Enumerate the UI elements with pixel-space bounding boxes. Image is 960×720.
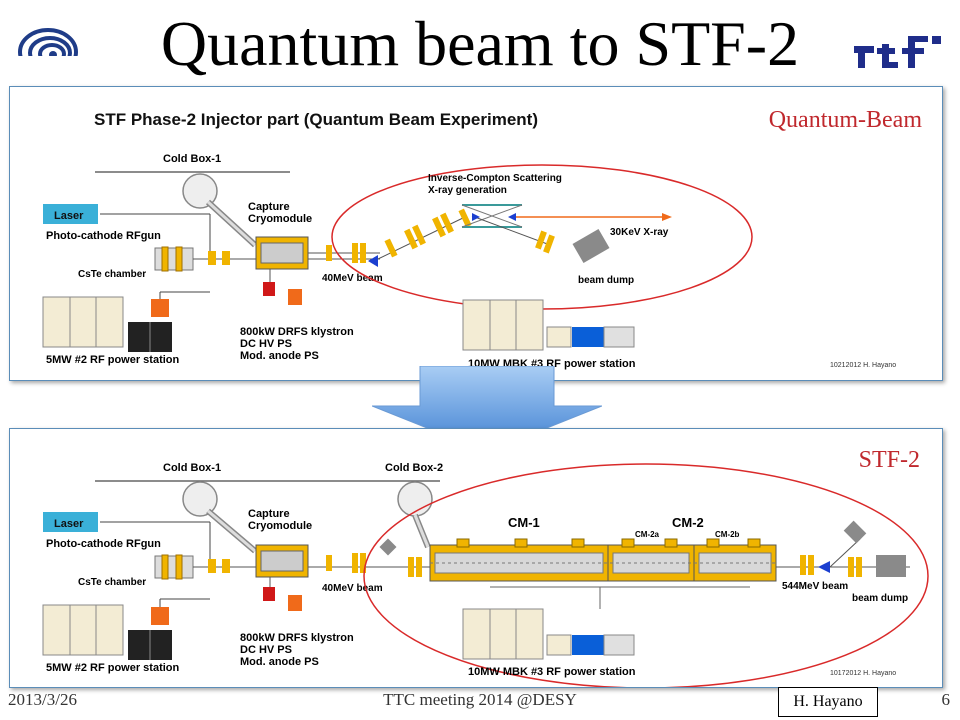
stf-logo-icon [854,36,941,68]
bottom-rf10-klystron [572,635,604,655]
footer-conference: TTC meeting 2014 @DESY [383,690,577,709]
top-rf5-label: 5MW #2 RF power station [46,354,180,366]
cm2-label: CM-2 [672,515,704,530]
stf2-panel: STF-2 Cold Box-1 Cold Box-2 Laser Photo-… [9,428,943,688]
bottom-rf-gun-label: Photo-cathode RFgun [46,538,161,550]
cm1-label: CM-1 [508,515,540,530]
top-rf5-driver [151,299,169,317]
bottom-dump-label: beam dump [852,593,908,604]
top-laser-box [43,204,98,224]
bottom-rf5-driver [151,607,169,625]
top-klystron-label-2: DC HV PS [240,338,292,350]
quantum-beam-panel: STF Phase-2 Injector part (Quantum Beam … [9,86,943,381]
bottom-rf5-cabinets [42,604,124,656]
bottom-klystron-ps [288,595,302,611]
top-klystron [263,282,275,296]
top-cste-label: CsTe chamber [78,269,146,280]
bottom-klystron [263,587,275,601]
top-klystron-label-1: 800kW DRFS klystron [240,326,354,338]
bottom-cold-box-1-icon [182,481,218,517]
top-capture-label-2: Cryomodule [248,213,312,225]
bottom-cold-box-2-label: Cold Box-2 [385,462,443,474]
stf2-ellipse [363,463,929,687]
bottom-credit: 10172012 H. Hayano [830,670,896,677]
top-dump-label: beam dump [578,275,634,286]
top-beam-dump [572,228,610,264]
top-ics-label-2: X-ray generation [428,185,507,196]
top-rf-gun [154,247,194,271]
top-tag: Quantum-Beam [769,107,923,133]
cm2b-label: CM-2b [715,530,740,539]
bottom-laser-box [43,512,98,532]
top-cold-box-icon [182,173,218,209]
bottom-rf-gun [154,555,194,579]
top-rf5-cabinets [42,296,124,348]
bottom-rf10-label: 10MW MBK #3 RF power station [468,666,636,678]
bottom-rf10-cabinets [462,608,544,660]
bottom-capture-label-2: Cryomodule [248,520,312,532]
top-cold-box-1-label: Cold Box-1 [163,153,221,165]
top-rf-gun-label: Photo-cathode RFgun [46,230,161,242]
top-xray-label: 30KeV X-ray [610,227,669,238]
top-capture-label-1: Capture [248,201,290,213]
kek-logo-icon [16,28,80,76]
footer-date: 2013/3/26 [8,690,77,709]
bottom-beam-dump [876,555,906,577]
footer-page-number: 6 [941,690,951,709]
bottom-klystron-label-2: DC HV PS [240,644,292,656]
bottom-tag: STF-2 [859,447,920,473]
top-rf10-klystron [572,327,604,347]
bottom-rf5-label: 5MW #2 RF power station [46,662,180,674]
bottom-klystron-label-1: 800kW DRFS klystron [240,632,354,644]
top-klystron-ps [288,289,302,305]
bottom-beam-544-label: 544MeV beam [782,581,848,592]
top-laser-label: Laser [54,210,84,222]
top-beam-40-label: 40MeV beam [322,273,383,284]
cm2a-label: CM-2a [635,530,660,539]
bottom-laser-label: Laser [54,518,84,530]
bottom-cste-label: CsTe chamber [78,577,146,588]
quantum-beam-diagram: STF Phase-2 Injector part (Quantum Beam … [42,107,923,370]
top-credit: 10212012 H. Hayano [830,362,896,369]
bottom-capture-label-1: Capture [248,508,290,520]
top-heading: STF Phase-2 Injector part (Quantum Beam … [94,110,538,129]
bottom-cold-box-1-label: Cold Box-1 [163,462,221,474]
top-rf10-cabinets [462,299,544,351]
bottom-klystron-label-3: Mod. anode PS [240,656,319,668]
slide-title: Quantum beam to STF-2 [160,8,800,79]
bottom-beam-40-label: 40MeV beam [322,583,383,594]
stf2-diagram: STF-2 Cold Box-1 Cold Box-2 Laser Photo-… [42,447,929,687]
footer-author-box: H. Hayano [778,687,878,717]
top-ics-label-1: Inverse-Compton Scattering [428,173,562,184]
top-klystron-label-3: Mod. anode PS [240,350,319,362]
